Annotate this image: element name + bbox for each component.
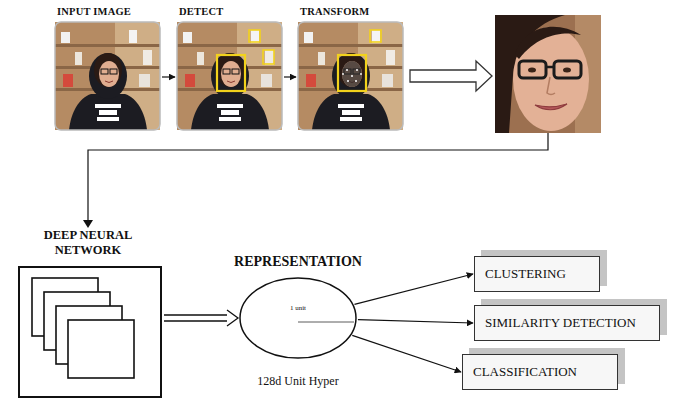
connector-arrow — [358, 320, 473, 323]
connector-arrow — [284, 76, 296, 77]
task-box: CLASSIFICATION — [462, 354, 618, 390]
task-label: CLUSTERING — [485, 266, 566, 282]
layer-stack — [20, 268, 159, 395]
block-heading: DEEP NEURAL NETWORK — [28, 228, 148, 258]
photo-frame — [298, 22, 403, 132]
photo-frame — [177, 22, 282, 132]
hypersphere-ellipse — [238, 276, 358, 360]
layer-sheet — [68, 320, 134, 378]
hollow-arrow — [410, 61, 492, 91]
connector-arrow — [354, 274, 473, 304]
representation-node: REPRESENTATION 1 unit 128d Unit Hyper — [212, 254, 384, 396]
task-label: CLASSIFICATION — [473, 364, 577, 380]
network-box — [18, 266, 162, 398]
detect-photo — [177, 22, 282, 130]
arrow-head — [83, 220, 93, 228]
input-photo — [55, 22, 160, 130]
radius-label: 1 unit — [212, 304, 384, 312]
image-panel: TRANSFORM — [298, 4, 403, 132]
connector-arrow — [162, 76, 175, 77]
ellipse-outline — [240, 278, 356, 358]
connector-arrow — [352, 335, 461, 372]
double-arrow — [164, 310, 238, 326]
photo-frame — [55, 22, 160, 132]
sphere-label: 128d Unit Hyper — [212, 374, 384, 389]
image-panel: INPUT IMAGE — [55, 4, 160, 132]
transform-photo — [298, 22, 403, 130]
task-box: CLUSTERING — [474, 256, 600, 292]
double-arrow-line — [164, 310, 238, 326]
face-crop — [495, 15, 601, 133]
section-heading: REPRESENTATION — [212, 254, 384, 270]
panel-label: TRANSFORM — [300, 6, 369, 17]
network-block: DEEP NEURAL NETWORK — [16, 228, 164, 400]
leader-line — [88, 133, 548, 222]
panel-label: DETECT — [179, 6, 223, 17]
task-box: SIMILARITY DETECTION — [474, 305, 660, 341]
panel-label: INPUT IMAGE — [57, 6, 131, 17]
image-panel: DETECT — [177, 4, 282, 132]
radius-line — [298, 322, 354, 323]
task-label: SIMILARITY DETECTION — [485, 315, 636, 331]
